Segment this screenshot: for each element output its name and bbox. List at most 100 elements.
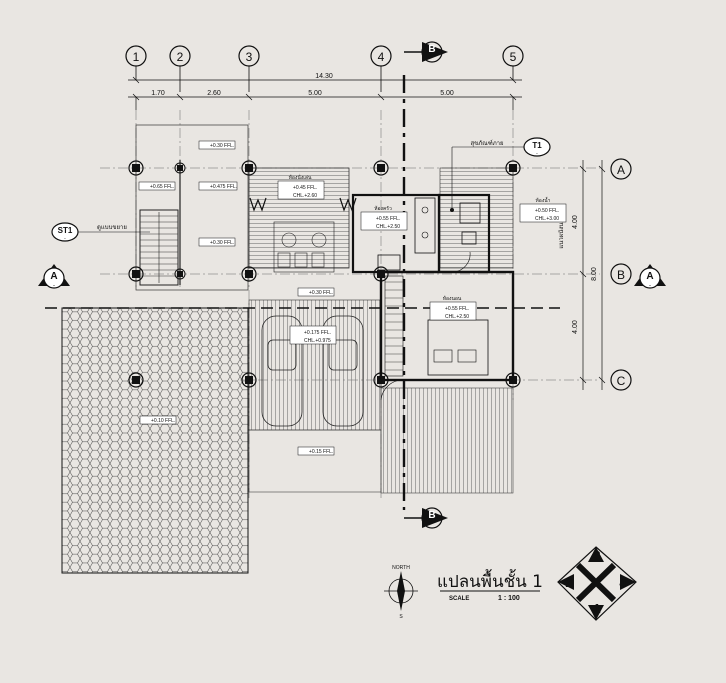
level-tag: +0.475 FFL. [198,181,238,191]
section-marker-B-top: B - [404,41,448,64]
span-dimension: 5.00 [308,90,322,97]
front-slab [248,429,382,493]
level-tag: +0.10 FFL. [139,415,177,425]
top-dimensions [128,76,522,110]
grid-label: 4 [378,50,385,64]
hex-paved-area [61,307,249,574]
callout-code: ST1 [58,226,73,235]
right-dimensions [579,160,606,390]
south-label: S [399,614,403,620]
grid-label: 2 [177,50,184,64]
level-text: +0.65 FFL. [150,184,174,190]
level-text: CHL.+0.975 [304,338,331,344]
level-tag-double: ห้องครัว +0.55 FFL. CHL.+2.50 [360,205,408,231]
level-tag: +0.15 FFL. [297,446,335,456]
column [174,268,186,280]
level-text: +0.30 FFL. [309,290,333,296]
callout-ST1: ST1 - ดูแบบขยาย [51,222,150,242]
row-total-dimension: 8.00 [591,267,598,281]
grid-bubble-C: C [610,369,632,391]
key-number: 4 [619,575,627,590]
level-tag: +0.65 FFL. [138,181,176,191]
key-number: 2 [565,575,572,590]
column [241,266,257,282]
level-text: CHL.+3.00 [535,216,559,222]
column [128,266,144,282]
dining-table [273,221,335,273]
title-block: แปลนพื้นชั้น 1 SCALE 1 : 100 [437,569,543,602]
column [174,162,186,174]
grid-bubble-4: 4 [370,45,392,92]
level-tag: +0.30 FFL. [198,237,236,247]
level-text: +0.55 FFL. [445,306,469,312]
grid-row-bubbles: A B C [610,158,632,391]
car-left [261,315,303,427]
bedroom-block [379,270,515,401]
level-text: CHL.+2.50 [445,314,469,320]
section-sub: - [649,283,651,289]
level-text: +0.30 FFL. [210,240,234,246]
section-letter: A [50,271,57,282]
level-text: +0.10 FFL. [151,418,175,424]
callout-note: ดูแบบขยาย [97,224,127,231]
row-span-dimension: 4.00 [572,215,579,229]
column [241,160,257,176]
stair-area [135,124,249,291]
side-slab [380,387,514,494]
column [505,160,521,176]
grid-label: C [617,374,626,388]
scale-value: 1 : 100 [498,595,520,602]
level-text: +0.175 FFL. [304,330,331,336]
scale-label: SCALE [449,596,469,602]
grid-label: A [617,163,625,177]
car-right [322,315,364,427]
column [241,372,257,388]
callout-code: T1 [532,141,542,150]
grid-bubble-3: 3 [238,45,260,92]
rear-deck [439,167,514,269]
grid-bubble-1: 1 [125,45,147,80]
overall-dimension: 14.30 [315,73,333,80]
grid-bubble-B: B [610,263,632,285]
grid-bubble-2: 2 [169,45,191,92]
section-letter: B [428,44,435,55]
key-number: 1 [593,601,600,616]
section-sub: - [431,58,433,64]
grid-label: 5 [510,50,517,64]
north-label: NORTH [392,565,410,571]
span-dimension: 1.70 [151,90,165,97]
section-letter: A [646,271,653,282]
exterior-wall-note: แนวผนังนอก [558,215,565,249]
column [128,372,144,388]
column [505,372,521,388]
callout-T1: T1 - สุขภัณฑ์ภาย [450,137,551,212]
section-marker-B-bottom: B - [404,507,448,530]
span-dimension: 2.60 [207,90,221,97]
span-dimension: 5.00 [440,90,454,97]
room-name: ห้องนั่งเล่น [289,174,312,181]
callout-note: สุขภัณฑ์ภาย [470,139,503,147]
level-tag: +0.30 FFL. [297,287,335,297]
level-tag-double: ห้องน้ำ +0.50 FFL. CHL.+3.00 [519,195,567,223]
level-tags: +0.30 FFL. +0.65 FFL. +0.475 FFL. +0.30 … [138,140,567,456]
level-text: +0.475 FFL. [210,184,237,190]
level-text: +0.45 FFL. [293,185,317,191]
room-name: ห้องน้ำ [536,195,551,204]
level-text: +0.30 FFL. [210,143,234,149]
drawing-title: แปลนพื้นชั้น 1 [437,569,543,592]
window-marks [249,197,357,212]
level-tag: +0.30 FFL. [198,140,236,150]
section-sub: - [53,283,55,289]
section-marker-A-left: A - [38,264,70,289]
level-text: CHL.+2.60 [293,193,317,199]
level-tag-double: ห้องนอน +0.55 FFL. CHL.+2.50 [429,295,477,321]
level-text: CHL.+2.50 [376,224,400,230]
grid-bubble-5: 5 [502,45,524,80]
room-name: ห้องครัว [374,205,392,212]
column [373,372,389,388]
grid-label: 3 [246,50,253,64]
level-text: +0.15 FFL. [309,449,333,455]
kitchen-block [351,193,441,274]
